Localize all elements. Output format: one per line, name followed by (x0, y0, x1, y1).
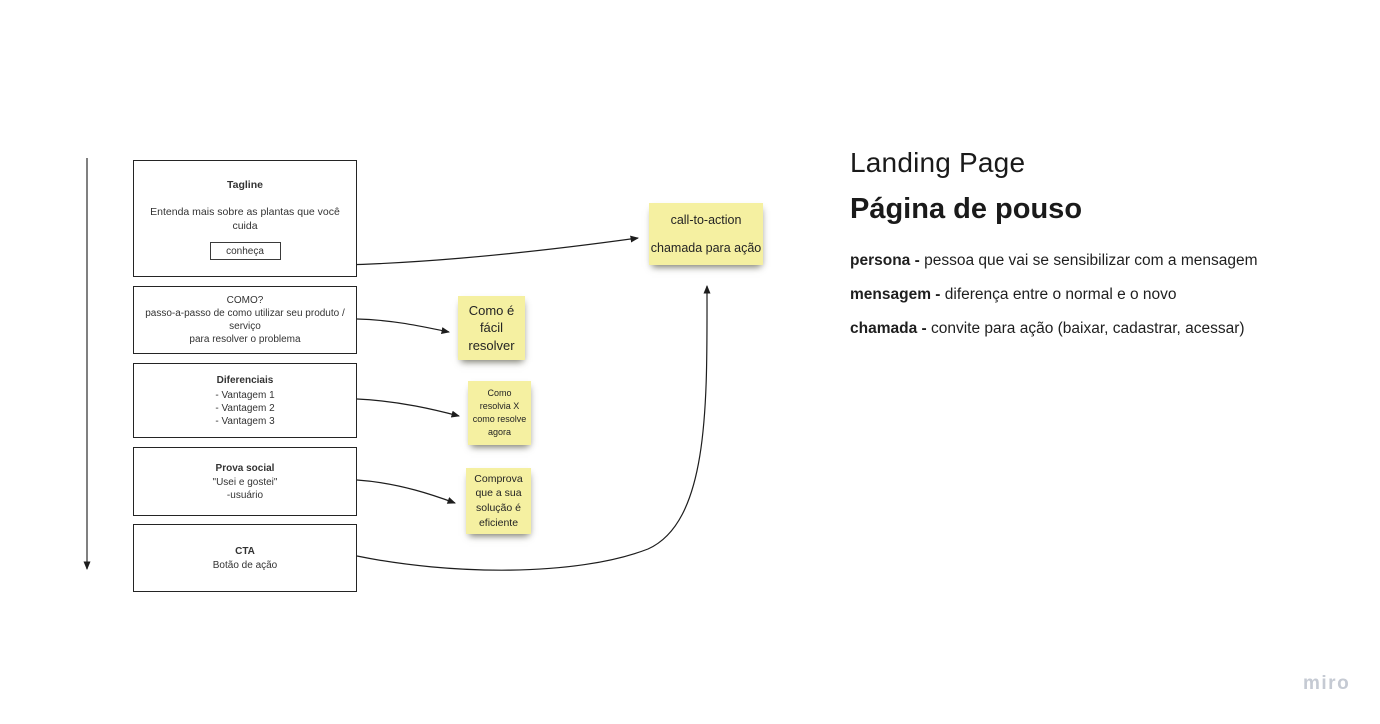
wireframe-section-prova-social[interactable]: Prova social "Usei e gostei" -usuário (133, 447, 357, 516)
diferenciais-title: Diferenciais (216, 375, 274, 387)
wireframe-section-cta[interactable]: CTA Botão de ação (133, 524, 357, 592)
diferenciais-item: - Vantagem 1 (215, 389, 275, 401)
definition-term: mensagem - (850, 286, 945, 303)
definition-desc: convite para ação (baixar, cadastrar, ac… (930, 320, 1245, 337)
wireframe-section-tagline[interactable]: Tagline Entenda mais sobre as plantas qu… (133, 160, 357, 277)
tagline-title: Tagline (227, 178, 263, 191)
sticky-text-line: Como (487, 387, 512, 398)
wireframe-section-diferenciais[interactable]: Diferenciais - Vantagem 1 - Vantagem 2 -… (133, 363, 357, 438)
como-line2: para resolver o problema (189, 334, 301, 345)
notes-panel[interactable]: Landing Page Página de pouso persona - p… (850, 146, 1320, 355)
sticky-text-line: como resolve (472, 414, 527, 424)
diferenciais-item: - Vantagem 2 (215, 402, 275, 414)
sticky-text-line: Como é (468, 302, 515, 318)
definition-term: chamada - (850, 320, 931, 337)
definition-chamada: chamada - convite para ação (baixar, cad… (850, 321, 1320, 337)
prova-line2: -usuário (226, 490, 264, 502)
sticky-text-line: eficiente (478, 516, 519, 529)
connector-prova-to-comprova-sticky[interactable] (356, 479, 456, 504)
definition-term: persona - (850, 252, 925, 269)
sticky-text-line: que a sua (475, 487, 522, 500)
sticky-text-line: agora (487, 427, 512, 438)
tagline-body: Entenda mais sobre as plantas que você c… (150, 205, 340, 233)
diferenciais-item: - Vantagem 3 (215, 415, 275, 427)
sticky-text-line: call-to-action (670, 212, 742, 227)
miro-logo: miro (1303, 673, 1351, 694)
sticky-note-call-to-action[interactable]: call-to-action chamada para ação (649, 203, 763, 265)
sticky-text-line: fácil (479, 320, 504, 336)
como-title: COMO? (226, 295, 264, 306)
cta-line1: Botão de ação (212, 560, 278, 572)
definition-mensagem: mensagem - diferença entre o normal e o … (850, 287, 1320, 303)
page-title-en: Landing Page (850, 147, 1026, 178)
como-line1: passo-a-passo de como utilizar seu produ… (145, 308, 345, 332)
sticky-text-line: solução é (476, 502, 521, 514)
connector-como-to-facil-sticky[interactable] (356, 318, 450, 334)
sticky-note-como-resolvia[interactable]: Como resolvia X como resolve agora (468, 381, 531, 445)
definition-persona: persona - pessoa que vai se sensibilizar… (850, 253, 1320, 269)
sticky-text-line: resolver (468, 337, 515, 353)
cta-title: CTA (235, 545, 255, 557)
prova-line1: "Usei e gostei" (212, 477, 278, 489)
page-title-pt: Página de pouso (850, 193, 1083, 225)
connector-ctabox-to-cta-sticky[interactable] (356, 285, 711, 571)
sticky-note-comprova[interactable]: Comprova que a sua solução é eficiente (466, 468, 531, 534)
sticky-text-line: Comprova (474, 472, 523, 485)
definition-list: persona - pessoa que vai se sensibilizar… (850, 253, 1320, 337)
sticky-text-line: chamada para ação (650, 240, 762, 255)
conheca-button[interactable]: conheça (209, 242, 281, 261)
connector-diferenciais-to-resolvia-sticky[interactable] (356, 398, 460, 418)
prova-title: Prova social (215, 462, 275, 474)
definition-desc: pessoa que vai se sensibilizar com a men… (924, 252, 1258, 269)
sticky-note-como-e-facil[interactable]: Como é fácil resolver (458, 296, 525, 360)
definition-desc: diferença entre o normal e o novo (944, 286, 1177, 303)
sticky-text-line: resolvia X (479, 400, 520, 411)
wireframe-section-como[interactable]: COMO? passo-a-passo de como utilizar seu… (133, 286, 357, 354)
